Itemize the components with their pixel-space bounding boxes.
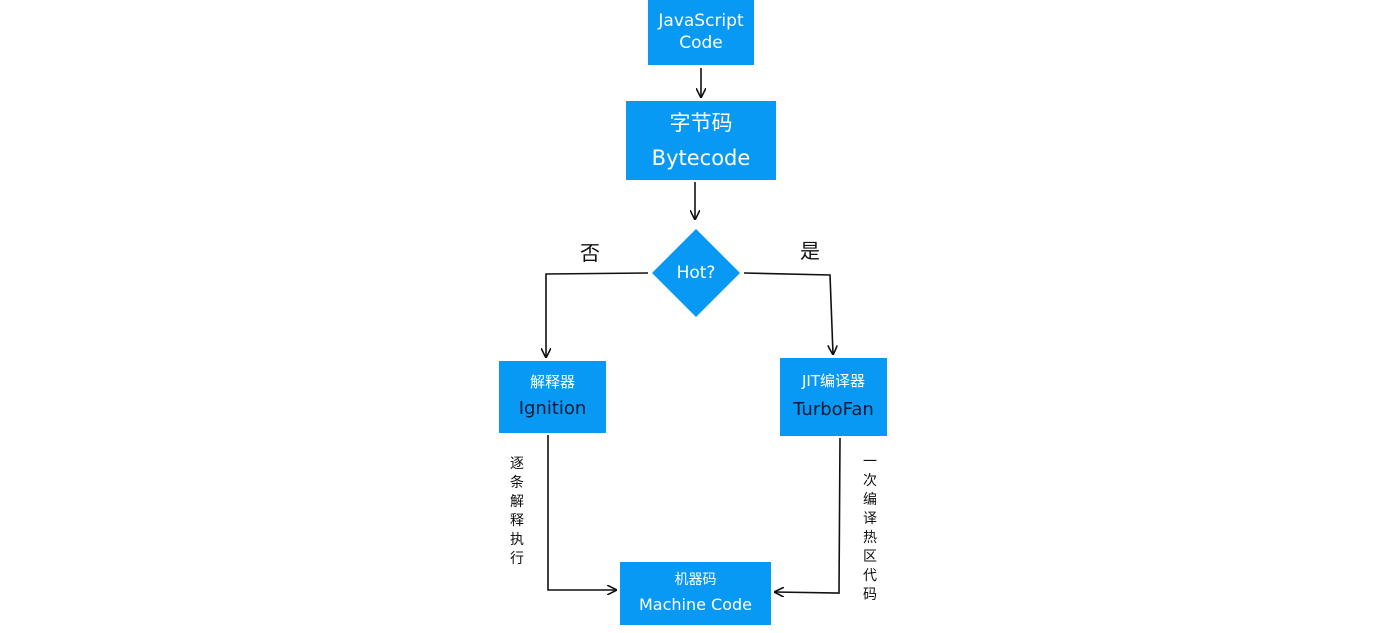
bytecode-label-en: Bytecode [651,145,751,170]
decision-diamond-shape [652,229,740,317]
arrow-hot-yes-to-turbofan [743,272,833,354]
ignition-interpreter-node: 解释器 Ignition [499,361,606,433]
yes-branch-label: 是 [800,239,820,263]
javascript-code-label-line1: JavaScript [658,11,744,32]
machine-code-node: 机器码 Machine Code [620,562,771,625]
turbofan-label-en: TurboFan [793,399,874,421]
hot-decision-node: Hot? [652,229,740,317]
turbofan-compile-note: 一次编译热区代码 [863,454,877,603]
ignition-label-en: Ignition [518,398,587,420]
arrow-turbofan-to-machine [775,437,841,593]
ignition-execution-note: 逐条解释执行 [510,456,524,567]
javascript-code-node: JavaScript Code [648,0,754,65]
javascript-code-label-line2: Code [679,32,723,53]
bytecode-node: 字节码 Bytecode [626,101,776,180]
machine-code-label-cn: 机器码 [674,571,717,588]
arrow-ignition-to-machine [547,435,616,590]
turbofan-label-cn: JIT编译器 [801,372,865,391]
machine-code-label-en: Machine Code [638,595,753,615]
arrow-hot-no-to-ignition [546,272,649,357]
ignition-label-cn: 解释器 [529,373,575,392]
no-branch-label: 否 [580,241,600,265]
hot-decision-label: Hot? [676,263,716,283]
bytecode-label-cn: 字节码 [669,111,733,136]
turbofan-jit-compiler-node: JIT编译器 TurboFan [780,358,887,436]
